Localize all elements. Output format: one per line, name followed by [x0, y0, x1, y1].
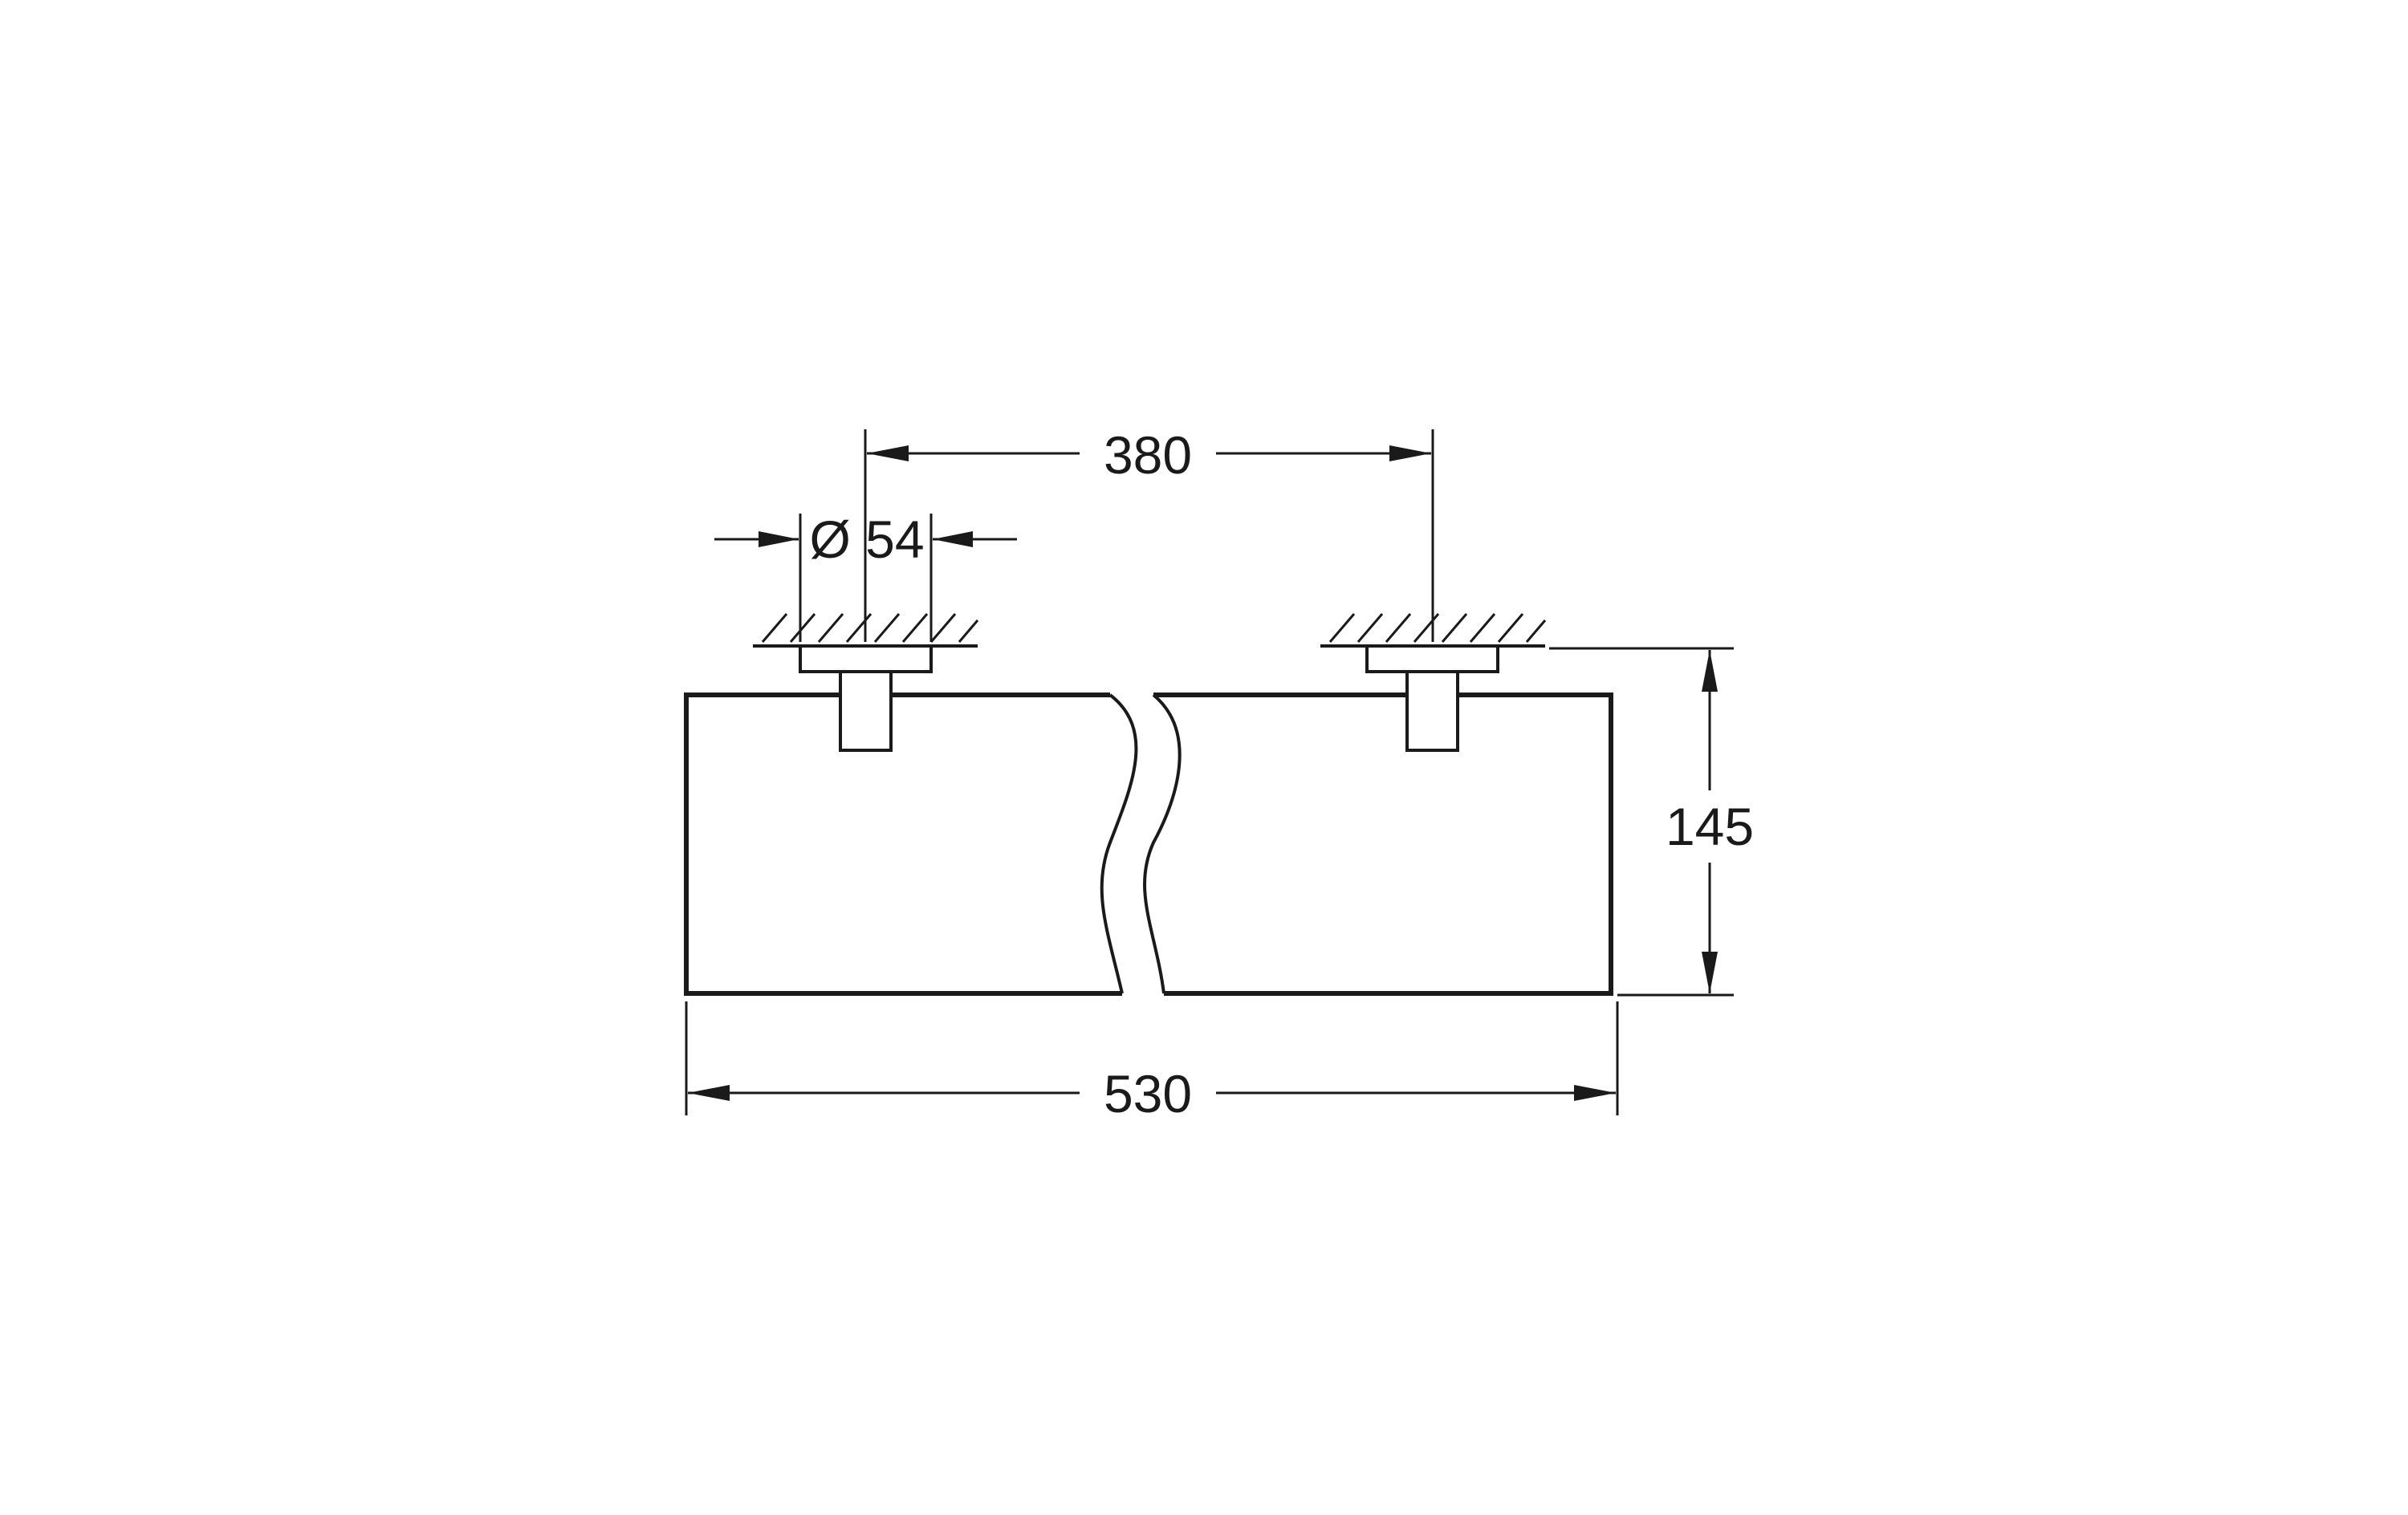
overall-length-label: 530	[1104, 1064, 1192, 1123]
dimension-diameter-54: Ø 54	[714, 510, 1017, 642]
dimension-380: 380	[864, 425, 1434, 642]
shelf-body	[684, 693, 1613, 996]
height-label: 145	[1666, 797, 1754, 856]
mount-spacing-label: 380	[1104, 425, 1192, 485]
dimension-530: 530	[685, 1001, 1619, 1123]
mount-right	[1365, 644, 1499, 752]
rosette-diameter-label: Ø 54	[809, 510, 924, 569]
dimension-145: 145	[1549, 647, 1754, 997]
mount-left	[799, 644, 933, 752]
wall-hatch-right	[1320, 613, 1547, 648]
